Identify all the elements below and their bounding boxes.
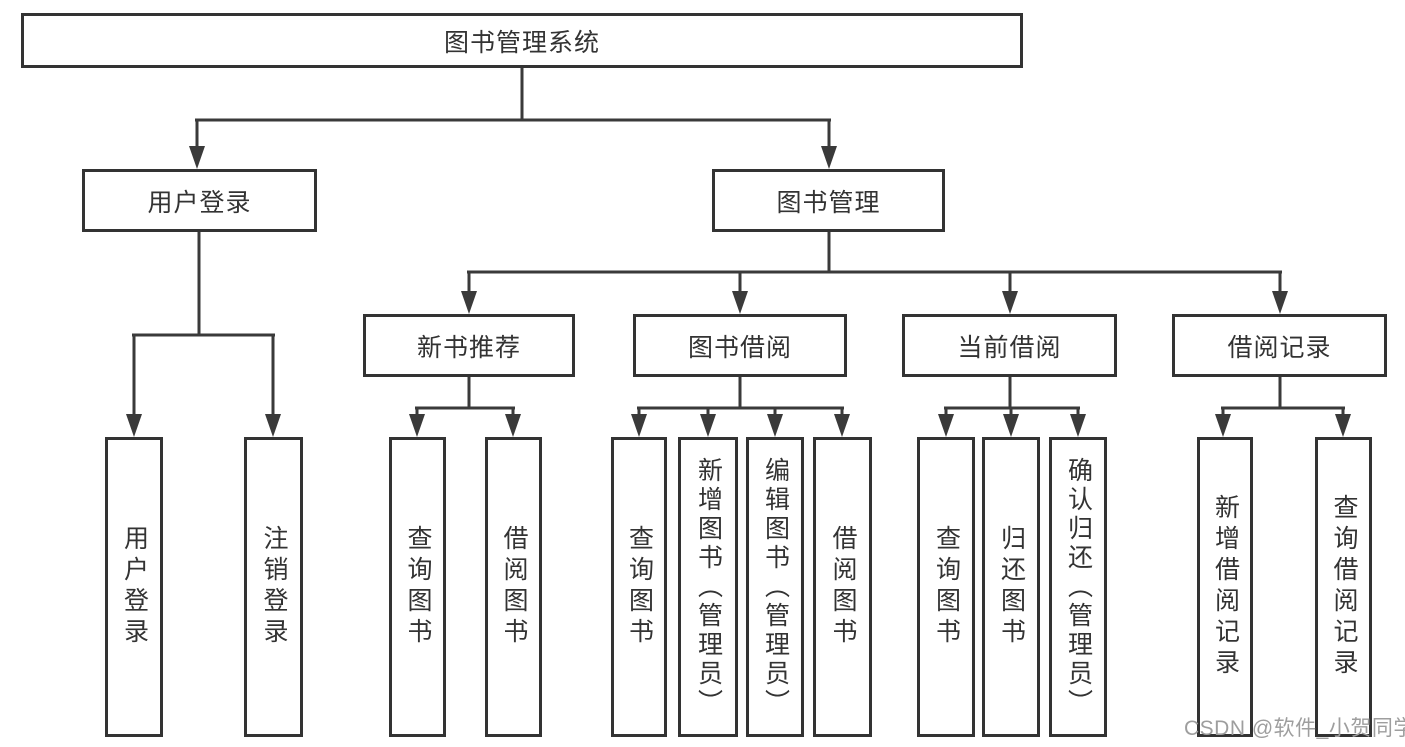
leaf-query-borrow-record: 查询借阅记录: [1315, 437, 1372, 737]
arrow-down-icon: [265, 414, 281, 437]
arrow-down-icon: [821, 146, 837, 169]
leaf-logout: 注销登录: [244, 437, 303, 737]
connector-book-borrow-to-leaves: [637, 377, 844, 417]
arrow-down-icon: [767, 414, 783, 437]
watermark: CSDN @软件_小贺同学: [1184, 717, 1405, 740]
node-root-library-system: 图书管理系统: [21, 13, 1023, 68]
connector-user-login-to-leaves: [132, 232, 275, 417]
arrow-down-icon: [461, 291, 477, 314]
leaf-add-book-admin: 新增图书（管理员）: [678, 437, 738, 737]
connector-root-to-level2: [195, 68, 831, 148]
arrow-down-icon: [189, 146, 205, 169]
arrow-down-icon: [409, 414, 425, 437]
arrow-down-icon: [1002, 291, 1018, 314]
leaf-confirm-return-admin: 确认归还（管理员）: [1049, 437, 1107, 737]
arrow-down-icon: [732, 291, 748, 314]
leaf-user-login: 用户登录: [105, 437, 163, 737]
arrow-down-icon: [1070, 414, 1086, 437]
node-user-login: 用户登录: [82, 169, 317, 232]
arrow-down-icon: [1003, 414, 1019, 437]
leaf-query-books-borrow: 查询图书: [611, 437, 667, 737]
arrow-down-icon: [631, 414, 647, 437]
arrow-down-icon: [938, 414, 954, 437]
leaf-edit-book-admin: 编辑图书（管理员）: [746, 437, 804, 737]
connector-borrow-records-to-leaves: [1221, 377, 1345, 417]
leaf-borrow-books-recommend: 借阅图书: [485, 437, 542, 737]
leaf-add-borrow-record: 新增借阅记录: [1197, 437, 1253, 737]
arrow-down-icon: [505, 414, 521, 437]
leaf-borrow-books: 借阅图书: [813, 437, 872, 737]
leaf-query-books-current: 查询图书: [917, 437, 975, 737]
connector-new-book-to-leaves: [415, 377, 515, 417]
node-book-management: 图书管理: [712, 169, 945, 232]
connector-current-borrow-to-leaves: [944, 377, 1080, 417]
arrow-down-icon: [1215, 414, 1231, 437]
node-borrowing-records: 借阅记录: [1172, 314, 1387, 377]
arrow-down-icon: [1272, 291, 1288, 314]
arrow-down-icon: [1335, 414, 1351, 437]
node-new-book-recommendation: 新书推荐: [363, 314, 575, 377]
arrow-down-icon: [834, 414, 850, 437]
node-current-borrowing: 当前借阅: [902, 314, 1117, 377]
arrow-down-icon: [126, 414, 142, 437]
connector-book-management-to-level3: [467, 232, 1282, 294]
arrow-down-icon: [700, 414, 716, 437]
leaf-return-books: 归还图书: [982, 437, 1040, 737]
node-book-borrowing: 图书借阅: [633, 314, 847, 377]
leaf-query-books-recommend: 查询图书: [389, 437, 446, 737]
